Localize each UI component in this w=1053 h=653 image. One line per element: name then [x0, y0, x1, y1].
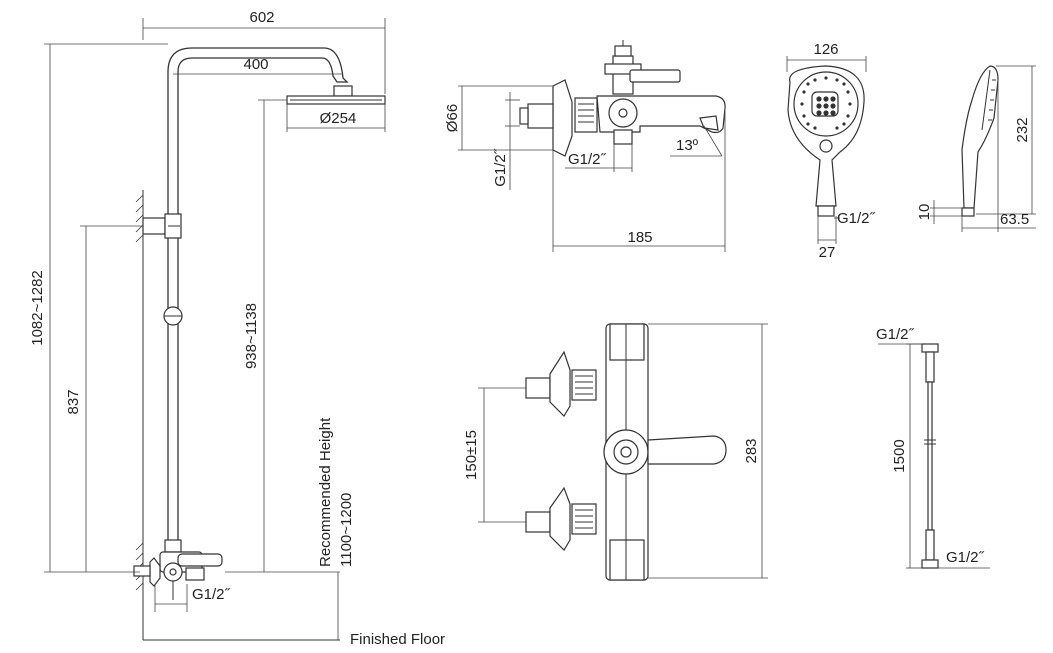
dim-recommended-height: Recommended Height 1100~1200 — [317, 417, 355, 640]
finished-floor-text: Finished Floor — [350, 631, 445, 648]
dim-total-height: 1082~1282 — [29, 43, 168, 573]
finished-floor-line: Finished Floor — [143, 631, 445, 648]
dim-inlet-thread-text: G1/2˝ — [192, 586, 231, 603]
dim-head-height-text: 938~1138 — [243, 303, 260, 369]
dim-spout-angle-text: 13º — [676, 137, 699, 154]
dim-head-height: 938~1138 — [225, 99, 340, 573]
dim-mixer-side-thread: G1/2˝ — [492, 92, 520, 190]
dim-handshower-length: 232 — [976, 65, 1036, 215]
dim-mixer-bottom-thread-text: G1/2˝ — [568, 151, 607, 168]
dim-head-diameter: Ø254 — [286, 104, 386, 132]
shower-column-view: 602 400 Ø254 1082~1282 837 — [29, 9, 445, 648]
dim-handshower-thread: G1/2˝ — [834, 210, 876, 227]
slider-holder — [163, 306, 183, 326]
wall-bracket — [142, 213, 182, 239]
dim-mixer-length: 185 — [552, 110, 726, 252]
dim-hose-thread-bottom: G1/2˝ — [938, 549, 990, 569]
dim-handshower-neck: 27 — [817, 216, 837, 261]
dim-handshower-diameter-text: 126 — [813, 41, 838, 58]
dim-mixer-side-thread-text: G1/2˝ — [492, 148, 509, 187]
dim-mixer-length-text: 185 — [627, 229, 652, 246]
dim-bracket-height-text: 837 — [65, 389, 82, 414]
dim-handshower-neck-text: 27 — [819, 244, 836, 261]
dim-overall-width-text: 602 — [249, 9, 274, 26]
mixer-front-view: 150±15 283 — [463, 323, 768, 581]
dim-mixer-diameter-text: Ø66 — [444, 104, 461, 132]
dim-bracket-height: 837 — [65, 225, 143, 572]
dim-mixer-height: 283 — [648, 323, 768, 579]
rain-shower-head — [286, 85, 386, 105]
dim-inlet-thread: G1/2˝ — [154, 584, 231, 612]
hand-shower-front-view: 126 G1/2˝ 27 — [786, 41, 876, 261]
dim-mixer-diameter: Ø66 — [444, 85, 553, 151]
dim-handshower-depth: 63.5 — [961, 80, 1036, 232]
dim-total-height-text: 1082~1282 — [29, 270, 46, 346]
hand-shower-side-view: 232 63.5 10 — [916, 65, 1036, 232]
dim-mixer-height-text: 283 — [743, 438, 760, 463]
dim-spout-angle: 13º — [670, 125, 723, 157]
dim-handshower-end: 10 — [916, 200, 962, 224]
dim-handshower-diameter: 126 — [786, 41, 867, 72]
recommended-height-label: Recommended Height — [317, 417, 334, 567]
dim-arm-length: 400 — [173, 56, 343, 75]
dim-mixer-bottom-thread: G1/2˝ — [565, 144, 633, 172]
mixer-side-view: Ø66 G1/2˝ G1/2˝ 13º 185 — [444, 40, 726, 252]
dim-handshower-thread-text: G1/2˝ — [837, 210, 876, 227]
dim-arm-length-text: 400 — [243, 56, 268, 73]
dim-hose-thread-top-text: G1/2˝ — [876, 326, 915, 343]
dim-head-diameter-text: Ø254 — [320, 110, 357, 127]
dim-overall-width: 602 — [142, 9, 386, 94]
riser-pipe — [167, 47, 349, 561]
dim-inlet-centres-text: 150±15 — [463, 430, 480, 480]
dim-hose-thread-bottom-text: G1/2˝ — [946, 549, 985, 566]
dim-hose-length-text: 1500 — [891, 439, 908, 472]
dim-handshower-end-text: 10 — [916, 204, 933, 221]
dim-hose-length: 1500 — [891, 343, 922, 569]
dim-handshower-depth-text: 63.5 — [1000, 211, 1029, 228]
dim-hose-thread-top: G1/2˝ — [876, 326, 922, 345]
thermostat-bar — [133, 539, 223, 600]
shower-hose-view: G1/2˝ 1500 G1/2˝ — [876, 326, 990, 569]
dim-inlet-centres: 150±15 — [463, 387, 526, 523]
recommended-height-value: 1100~1200 — [338, 493, 355, 567]
dim-handshower-length-text: 232 — [1014, 117, 1031, 142]
